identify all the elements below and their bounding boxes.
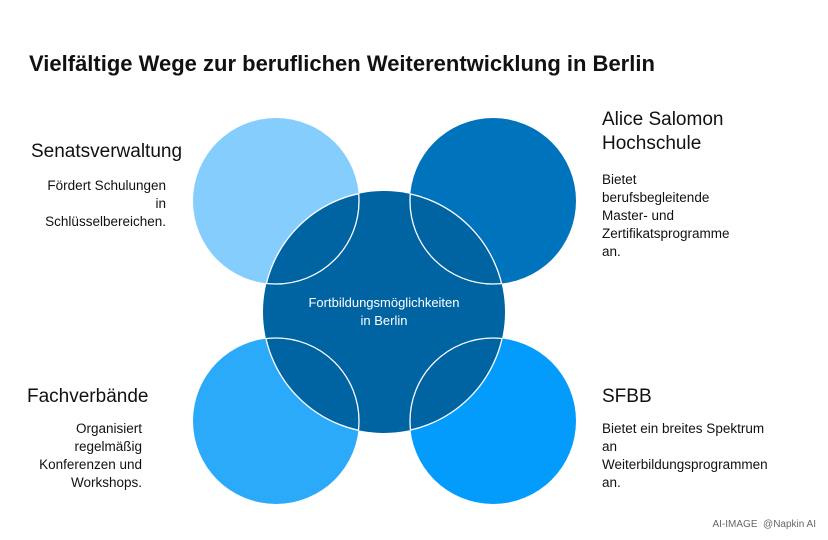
center-label-line2: in Berlin bbox=[361, 313, 408, 328]
center-label-line1: Fortbildungsmöglichkeiten bbox=[308, 295, 459, 310]
watermark: AI-IMAGE @Napkin AI bbox=[712, 519, 816, 530]
desc-line: berufsbegleitende bbox=[602, 190, 710, 205]
desc-line: an bbox=[602, 439, 618, 454]
desc-alice-salomon: Bietet berufsbegleitende Master- und Zer… bbox=[602, 171, 730, 261]
desc-line: Bietet ein breites Spektrum bbox=[602, 421, 765, 436]
desc-line: regelmäßig bbox=[74, 439, 142, 454]
desc-senatsverwaltung: Fördert Schulungen in Schlüsselbereichen… bbox=[45, 177, 166, 231]
desc-line: an. bbox=[602, 475, 621, 490]
page-title: Vielfältige Wege zur beruflichen Weitere… bbox=[29, 51, 655, 76]
heading-fachverbaende: Fachverbände bbox=[27, 386, 149, 407]
desc-fachverbaende: Organisiert regelmäßig Konferenzen und W… bbox=[39, 420, 142, 492]
heading-senatsverwaltung: Senatsverwaltung bbox=[31, 141, 183, 162]
desc-line: Workshops. bbox=[70, 475, 142, 490]
heading-line: Hochschule bbox=[602, 133, 702, 154]
overlap-outlines bbox=[263, 191, 505, 433]
heading-alice-salomon: Alice Salomon Hochschule bbox=[602, 108, 723, 156]
desc-line: Konferenzen und bbox=[39, 457, 142, 472]
heading-line: Alice Salomon bbox=[602, 109, 724, 130]
desc-line: Fördert Schulungen bbox=[47, 178, 166, 193]
desc-line: an. bbox=[602, 244, 621, 259]
desc-line: in bbox=[155, 196, 166, 211]
heading-sfbb: SFBB bbox=[602, 386, 652, 407]
desc-line: Zertifikatsprogramme bbox=[602, 226, 730, 241]
desc-line: Bietet bbox=[602, 172, 637, 187]
center-circle bbox=[263, 191, 505, 433]
desc-sfbb: Bietet ein breites Spektrum an Weiterbil… bbox=[602, 420, 768, 492]
desc-line: Master- und bbox=[602, 208, 675, 223]
desc-line: Organisiert bbox=[75, 421, 142, 436]
desc-line: Schlüsselbereichen. bbox=[45, 214, 166, 229]
desc-line: Weiterbildungsprogrammen bbox=[602, 457, 768, 472]
